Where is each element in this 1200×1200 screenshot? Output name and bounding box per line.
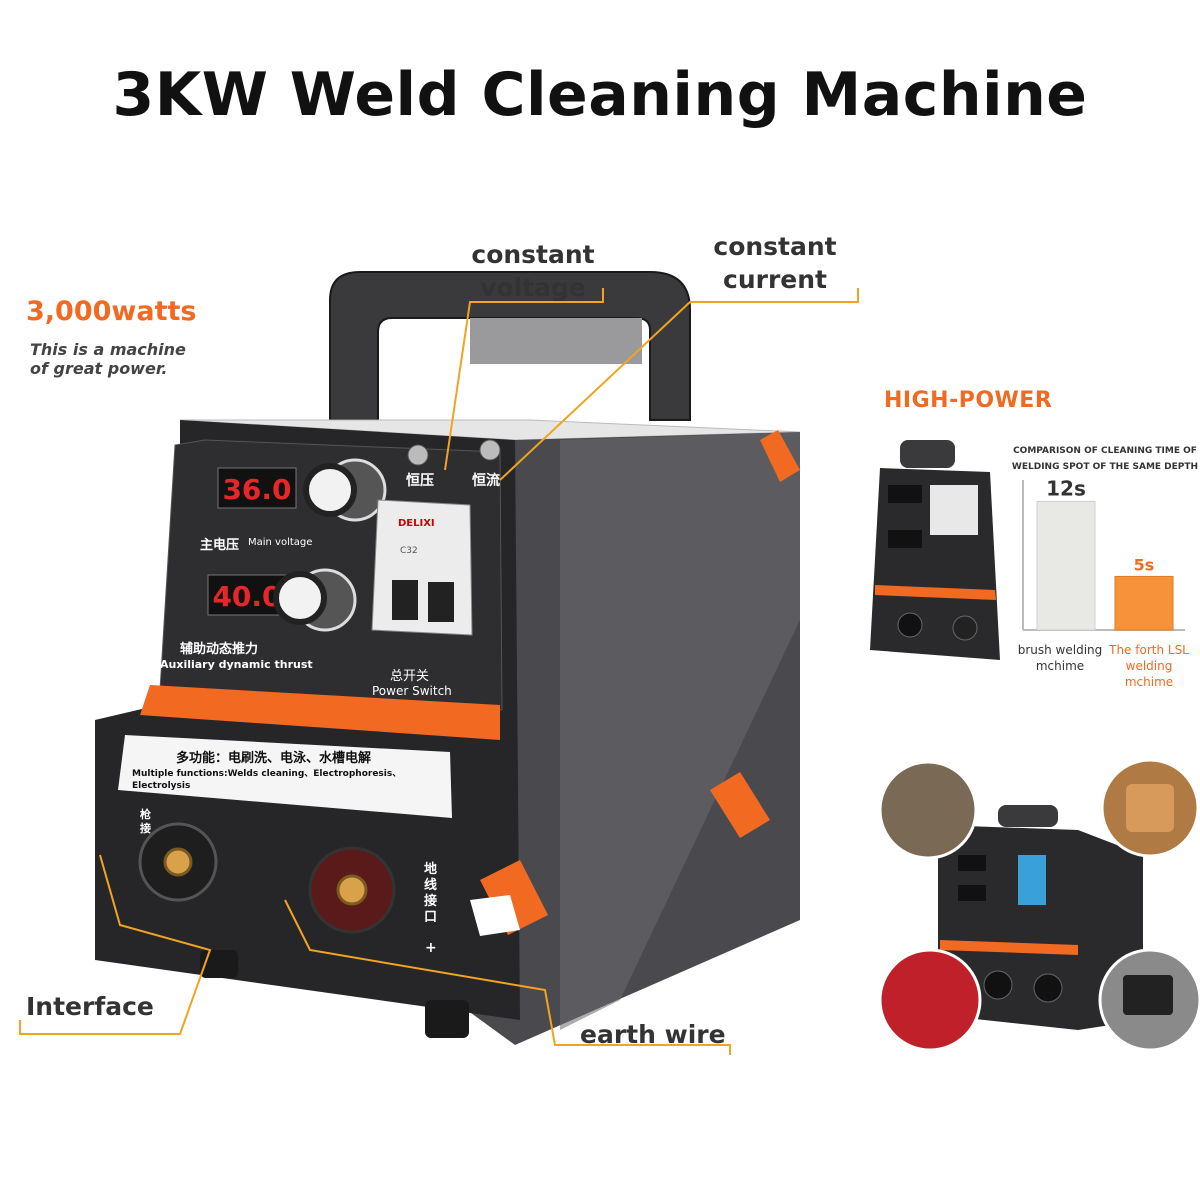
breaker-brand: DELIXI: [398, 518, 435, 529]
orange-stripe: [140, 685, 500, 740]
callout-constant-current-line2: current: [723, 265, 827, 294]
foot-right: [425, 1000, 469, 1038]
inset-red-glow: [878, 948, 982, 1052]
function-label: [118, 735, 452, 818]
voltage-knob: [303, 463, 357, 517]
comparison-caption-line2: WELDING SPOT OF THE SAME DEPTH: [1011, 462, 1199, 472]
display-voltage-box: [217, 467, 297, 509]
breaker-toggle-right: [428, 582, 454, 622]
callout-constant-voltage-line1: constant: [471, 240, 595, 269]
interface-port-core: [163, 847, 193, 877]
power-subtext: This is a machine of great power.: [30, 340, 186, 378]
machine-handle: [329, 271, 691, 421]
comparison-caption: COMPARISON OF CLEANING TIME OF WELDING S…: [1010, 443, 1200, 475]
callout-line-cv: [444, 288, 604, 471]
bar-value-1: 5s: [1134, 555, 1155, 574]
indicator-cc-label: 恒流: [472, 473, 500, 489]
cc-indicator-lamp: [479, 439, 501, 461]
callout-constant-current: constant current: [700, 230, 850, 296]
callout-line-interface: [19, 854, 212, 1035]
callout-interface: Interface: [26, 992, 154, 1021]
accent-2: [710, 772, 770, 838]
cv-indicator-lamp: [407, 444, 429, 466]
callout-constant-voltage: constant voltage: [458, 238, 608, 304]
callout-constant-current-line1: constant: [713, 232, 837, 261]
accent-4: [470, 895, 520, 936]
bar-label-brush-line1: brush welding: [1017, 643, 1103, 657]
comparison-caption-line1: COMPARISON OF CLEANING TIME OF: [1013, 446, 1197, 456]
display-thrust-box: [207, 574, 287, 616]
breaker-toggle-left: [392, 580, 418, 620]
switch-cn: 总开关: [390, 669, 430, 684]
callout-line-cc: [499, 288, 859, 481]
bar-label-brush: brush welding mchime: [1015, 642, 1105, 674]
callout-line-earth: [284, 899, 731, 1055]
earth-port-core: [336, 874, 368, 906]
indicator-cv-label: 恒压: [406, 473, 434, 489]
display-voltage: 36.0: [222, 473, 291, 506]
main-voltage-cn: 主电压: [200, 538, 240, 553]
thrust-knob: [273, 571, 327, 625]
bar-label-lsl-line1: The forth LSL: [1109, 643, 1189, 657]
handle-metal: [470, 318, 642, 364]
thrust-cn: 辅助动态推力: [180, 642, 259, 657]
main-voltage-en: Main voltage: [248, 537, 313, 548]
callout-constant-voltage-line2: voltage: [480, 273, 586, 302]
power-subtext-line2: of great power.: [30, 359, 168, 378]
switch-en: Power Switch: [372, 684, 452, 698]
functions-en: Multiple functions:Welds cleaning、Electr…: [132, 769, 402, 791]
bar-0: [1036, 500, 1096, 631]
port-left-label: 枪接: [140, 808, 151, 835]
small-machine-thumbnail: [870, 440, 1000, 660]
bar-value-0: 12s: [1046, 480, 1086, 500]
power-subtext-line1: This is a machine: [30, 340, 186, 359]
power-headline: 3,000watts: [26, 296, 197, 327]
bar-label-lsl-line2: welding mchime: [1124, 659, 1174, 689]
product-collage: [878, 760, 1200, 1052]
thrust-en: Auxiliary dynamic thrust: [160, 658, 313, 671]
foot-left: [200, 950, 238, 978]
comparison-bar-chart: 12s 5s: [1022, 480, 1185, 631]
side-gloss: [560, 432, 800, 1030]
accent-1: [760, 430, 800, 482]
bar-label-lsl: The forth LSL welding mchime: [1100, 642, 1198, 690]
inset-brush-work: [878, 760, 978, 860]
high-power-heading: HIGH-POWER: [884, 388, 1053, 413]
callout-earth-wire: earth wire: [580, 1020, 726, 1049]
functions-cn: 多功能：电刷洗、电泳、水槽电解: [176, 751, 372, 766]
port-right-label: 地线接口: [424, 862, 438, 925]
port-right-sign: +: [425, 940, 437, 956]
breaker-model: C32: [400, 546, 418, 556]
page-title: 3KW Weld Cleaning Machine: [112, 60, 1088, 130]
bar-1: [1114, 575, 1174, 631]
accent-3: [480, 860, 548, 935]
display-thrust: 40.0: [212, 580, 281, 613]
bar-label-brush-line2: mchime: [1035, 659, 1085, 673]
